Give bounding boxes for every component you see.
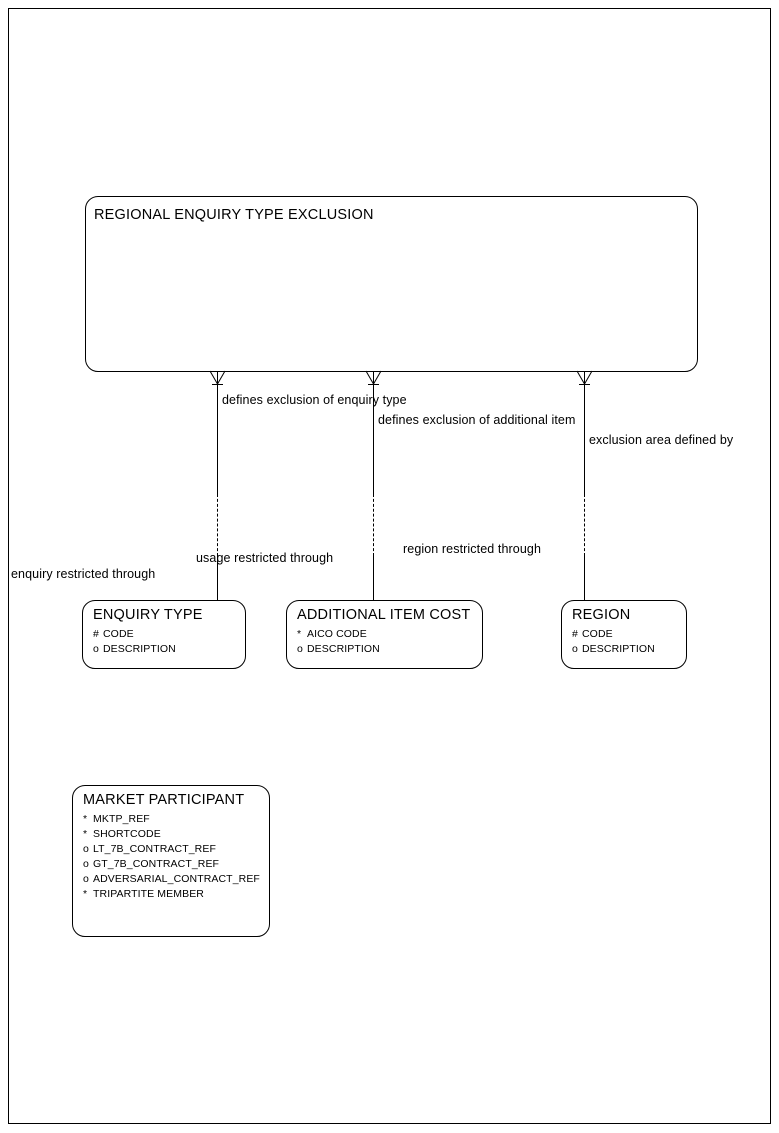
- attribute-label: CODE: [582, 628, 613, 640]
- crowsfoot-icon-enquiry-type: [209, 370, 226, 385]
- attribute-label: SHORTCODE: [93, 828, 161, 840]
- attribute-marker: o: [83, 843, 89, 855]
- crowsfoot-icon-additional-item: [365, 370, 382, 385]
- connector-line-solid-lower: [373, 556, 374, 601]
- attribute-row: * TRIPARTITE MEMBER: [83, 887, 260, 902]
- entity-regional-enquiry-type-exclusion[interactable]: REGIONAL ENQUIRY TYPE EXCLUSION: [85, 196, 698, 372]
- attribute-label: LT_7B_CONTRACT_REF: [93, 843, 216, 855]
- attribute-marker: o: [83, 858, 89, 870]
- attribute-marker: o: [297, 643, 303, 655]
- attribute-row: # CODE: [93, 627, 176, 642]
- attribute-row: o LT_7B_CONTRACT_REF: [83, 842, 260, 857]
- entity-additional-item-cost[interactable]: ADDITIONAL ITEM COST * AICO CODE o DESCRIP…: [286, 600, 483, 669]
- entity-title: MARKET PARTICIPANT: [83, 792, 245, 808]
- relationship-label-usage-restricted-through: usage restricted through: [196, 551, 334, 565]
- attribute-label: AICO CODE: [307, 628, 367, 640]
- attribute-marker: *: [297, 628, 302, 640]
- relationship-label-enquiry-restricted-through: enquiry restricted through: [11, 567, 156, 581]
- entity-market-participant[interactable]: MARKET PARTICIPANT * MKTP_REF * SHORTCODE …: [72, 785, 270, 937]
- attribute-row: * AICO CODE: [297, 627, 380, 642]
- entity-title: REGIONAL ENQUIRY TYPE EXCLUSION: [94, 207, 374, 223]
- attribute-row: * MKTP_REF: [83, 812, 260, 827]
- connector-line-solid-upper: [217, 384, 218, 494]
- entity-title: ENQUIRY TYPE: [93, 607, 203, 623]
- attribute-label: DESCRIPTION: [582, 643, 655, 655]
- entity-region[interactable]: REGION # CODE o DESCRIPTION: [561, 600, 687, 669]
- attribute-row: # CODE: [572, 627, 655, 642]
- attribute-label: MKTP_REF: [93, 813, 150, 825]
- attribute-list: # CODE o DESCRIPTION: [572, 627, 655, 657]
- page-border-frame: [8, 8, 771, 1124]
- attribute-row: o GT_7B_CONTRACT_REF: [83, 857, 260, 872]
- attribute-marker: o: [572, 643, 578, 655]
- attribute-label: DESCRIPTION: [307, 643, 380, 655]
- entity-title: REGION: [572, 607, 631, 623]
- attribute-list: * MKTP_REF * SHORTCODE o LT_7B_CONTRACT_REF…: [83, 812, 260, 902]
- connector-line-solid-upper: [373, 384, 374, 494]
- attribute-marker: *: [83, 888, 88, 900]
- attribute-marker: o: [83, 873, 89, 885]
- entity-title: ADDITIONAL ITEM COST: [297, 607, 471, 623]
- attribute-label: ADVERSARIAL_CONTRACT_REF: [93, 873, 260, 885]
- attribute-marker: #: [572, 628, 578, 640]
- connector-line-dashed: [373, 494, 374, 556]
- connector-line-solid-lower: [217, 556, 218, 601]
- attribute-label: DESCRIPTION: [103, 643, 176, 655]
- entity-enquiry-type[interactable]: ENQUIRY TYPE # CODE o DESCRIPTION: [82, 600, 246, 669]
- attribute-list: # CODE o DESCRIPTION: [93, 627, 176, 657]
- attribute-marker: #: [93, 628, 99, 640]
- attribute-marker: *: [83, 828, 88, 840]
- attribute-label: GT_7B_CONTRACT_REF: [93, 858, 220, 870]
- relationship-label-defines-exclusion-of-additional-item: defines exclusion of additional item: [378, 413, 576, 427]
- attribute-marker: o: [93, 643, 99, 655]
- crowsfoot-icon-region: [576, 370, 593, 385]
- attribute-row: o DESCRIPTION: [572, 642, 655, 657]
- attribute-marker: *: [83, 813, 88, 825]
- connector-line-solid-upper: [584, 384, 585, 494]
- connector-line-dashed: [584, 494, 585, 556]
- connector-line-solid-lower: [584, 556, 585, 601]
- relationship-label-region-restricted-through: region restricted through: [403, 542, 541, 556]
- relationship-label-defines-exclusion-of-enquiry-type: defines exclusion of enquiry type: [222, 393, 407, 407]
- attribute-label: CODE: [103, 628, 134, 640]
- attribute-row: * SHORTCODE: [83, 827, 260, 842]
- relationship-label-exclusion-area-defined-by: exclusion area defined by: [589, 433, 734, 447]
- connector-line-dashed: [217, 494, 218, 556]
- attribute-row: o DESCRIPTION: [93, 642, 176, 657]
- attribute-row: o ADVERSARIAL_CONTRACT_REF: [83, 872, 260, 887]
- attribute-list: * AICO CODE o DESCRIPTION: [297, 627, 380, 657]
- attribute-label: TRIPARTITE MEMBER: [93, 888, 204, 900]
- attribute-row: o DESCRIPTION: [297, 642, 380, 657]
